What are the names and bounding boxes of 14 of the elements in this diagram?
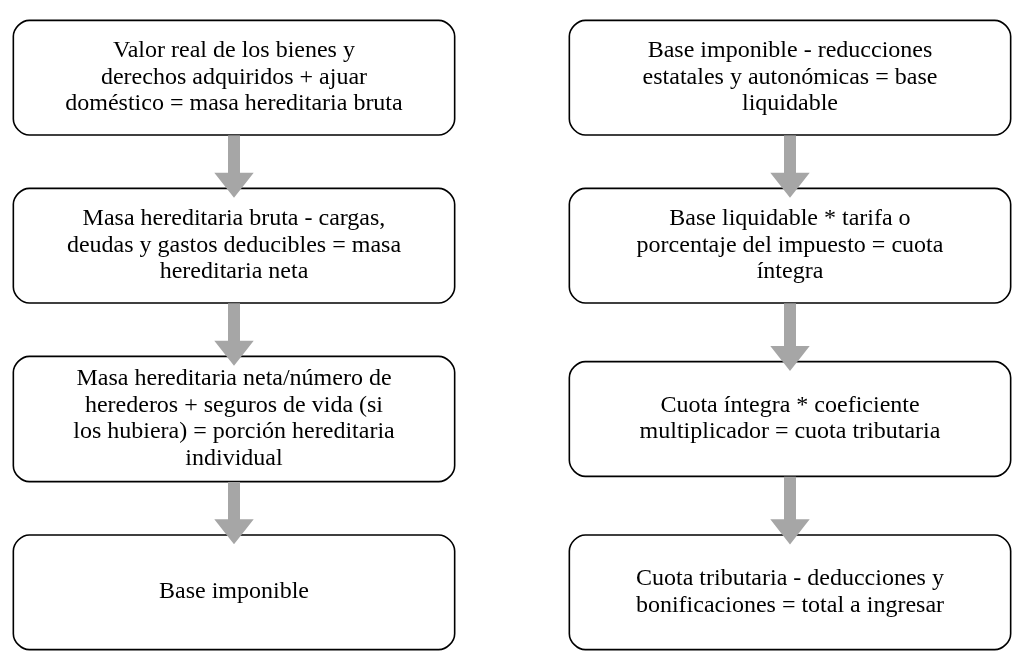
arrow (214, 134, 254, 198)
node-box: Cuota íntegra * coeficiente multiplicador = cuota tributaria (568, 360, 1012, 477)
arrow (770, 302, 810, 371)
node-box: Valor real de los bienes y derechos adquiridos + ajuar doméstico = masa hereditaria bruta (12, 19, 456, 136)
node-box: Cuota tributaria - deducciones y bonificaciones = total a ingresar (568, 533, 1012, 650)
node-box: Base liquidable * tarifa o porcentaje del impuesto = cuota íntegra (568, 187, 1012, 304)
arrow (214, 302, 254, 366)
arrow (770, 134, 810, 198)
node-box: Base imponible - reducciones estatales y autonómicas = base liquidable (568, 19, 1012, 136)
node-box: Masa hereditaria bruta - cargas, deudas y gastos deducibles = masa hereditaria neta (12, 187, 456, 304)
node-box: Base imponible (12, 533, 456, 650)
arrow (214, 481, 254, 544)
arrow (770, 476, 810, 544)
node-box: Masa hereditaria neta/número de herederos + seguros de vida (si los hubiera) = porción hereditaria individual (12, 355, 456, 482)
